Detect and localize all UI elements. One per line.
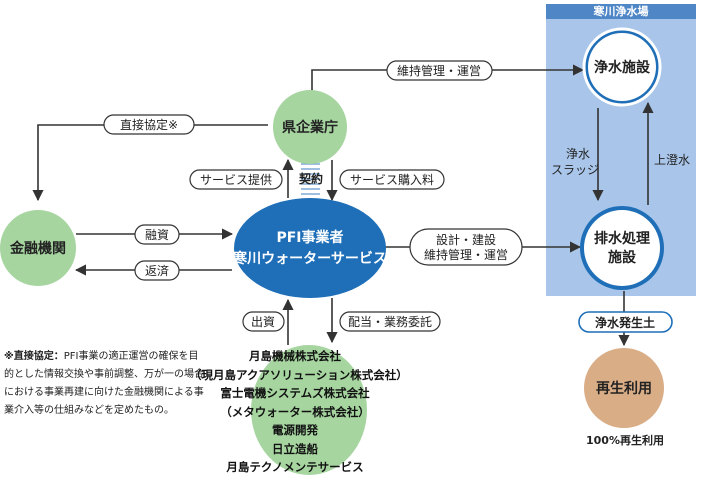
edge-repay-label: 返済 [145,263,169,278]
node-drain-facility-label-2: 施設 [608,249,637,266]
company-item: （メタウォーター株式会社） [220,404,370,419]
node-pfi [234,198,386,298]
investor-company-list: 月島機械株式会社 （現月島アクアソリューション株式会社） 富士電機システムズ株式… [190,347,408,477]
node-recycle-label: 再生利用 [596,380,652,397]
edge-direct-agreement-pill [103,114,195,135]
node-water-facility-inner [588,33,656,101]
edge-service-fee-pill [339,169,445,190]
edge-service-provide-pill [189,169,283,190]
node-prefecture-label: 県企業庁 [282,119,338,136]
edge-repay-pill [134,260,180,281]
edge-invest-label: 出資 [251,315,275,329]
soil-label: 浄水発生土 [595,315,655,330]
company-item: 電源開発 [272,423,318,437]
node-pfi-label-2: 寒川ウォーターサービス [233,250,387,267]
node-water-facility-label: 浄水施設 [594,59,651,76]
contract-band [301,163,320,195]
edge-maintenance-pill [386,60,493,81]
edge-dividend-label: 配当・業務委託 [348,314,432,329]
edge-loan-label: 融資 [145,228,169,242]
node-finance-label: 金融機関 [9,240,66,257]
node-pfi-label-1: PFI事業者 [276,229,343,246]
footnote-head: ※直接協定： [4,351,64,362]
company-item: 月島テクノメンテサービス [226,460,364,474]
edge-maintenance-label: 維持管理・運営 [397,63,481,78]
edge-design-pill [409,228,523,266]
edge-direct-agreement-label: 直接協定※ [120,117,178,132]
edge-service-provide-label: サービス提供 [200,172,272,187]
node-drain-facility-label-1: 排水処理 [594,230,650,247]
edge-contract-label: 契約 [298,171,323,186]
edge-design-label-2: 維持管理・運営 [424,247,508,262]
company-item: 月島機械株式会社 [249,349,341,363]
node-drain-facility-inner [584,210,660,286]
node-prefecture [273,90,347,164]
edge-invest-pill [242,311,285,332]
node-recycle [584,348,664,428]
edge-supernatant-label: 上澄水 [654,152,690,167]
footnote: ※直接協定：PFI事業の適正運営の確保を目的とした情報交換や事前調整、万が一の場… [4,348,204,420]
edge-loan-pill [134,224,180,245]
company-item: 日立造船 [272,441,318,456]
soil-pill [578,311,673,333]
company-item: （現月島アクアソリューション株式会社） [190,367,408,382]
edge-service-fee-label: サービス購入料 [350,173,434,187]
company-item: 富士電機システムズ株式会社 [220,386,370,400]
plant-title: 寒川浄水場 [593,4,649,18]
node-finance [0,210,76,286]
node-investors [251,345,367,475]
edge-design-label-1: 設計・建設 [436,232,496,247]
footnote-body: PFI事業の適正運営の確保を目的とした情報交換や事前調整、万が一の場合における事… [4,351,204,416]
edge-dividend-pill [339,311,441,332]
edge-sludge-label-2: スラッジ [551,163,599,177]
plant-panel-header [546,4,696,19]
edge-sludge-label-1: 浄水 [566,147,590,161]
recycle-caption: 100%再生利用 [586,433,664,447]
edge-maintenance-line [311,64,585,92]
